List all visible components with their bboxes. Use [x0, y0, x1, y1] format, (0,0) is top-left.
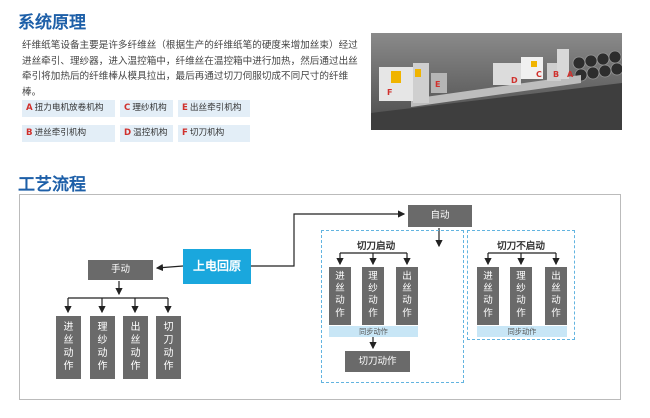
cutter-on-sync-bar: 同步动作 [329, 326, 418, 337]
section-title-process: 工艺流程 [18, 175, 86, 195]
auto-nocut-yarn-action: 理 纱 动 作 [510, 267, 532, 325]
auto-feed-action: 进 丝 动 作 [329, 267, 351, 325]
cut-action-box: 切刀动作 [345, 351, 410, 372]
cutter-off-group [467, 230, 575, 340]
machine-tag-c: C [536, 70, 542, 79]
legend-text: 理纱机构 [132, 103, 167, 113]
manual-cut-action: 切 刀 动 作 [156, 316, 181, 379]
machine-tag-f: F [387, 88, 392, 97]
machine-tag-d: D [511, 76, 518, 85]
auto-yarn-action: 理 纱 动 作 [362, 267, 384, 325]
auto-nocut-output-action: 出 丝 动 作 [545, 267, 567, 325]
manual-feed-action: 进 丝 动 作 [56, 316, 81, 379]
machine-tag-b: B [553, 70, 559, 79]
legend-letter: D [124, 128, 132, 138]
section-title-principle: 系统原理 [18, 13, 86, 33]
legend-text: 进丝牵引机构 [34, 128, 87, 138]
principle-description: 纤维纸笔设备主要是许多纤维丝（根据生产的纤维纸笔的硬度来增加丝束）经过进丝牵引、… [22, 40, 358, 98]
machine-tag-a: A [567, 70, 574, 79]
machine-photo: A B C D E F [371, 33, 622, 130]
cutter-on-group [321, 230, 464, 383]
manual-mode-box: 手动 [88, 260, 153, 280]
auto-nocut-feed-action: 进 丝 动 作 [477, 267, 499, 325]
legend-text: 切刀机构 [189, 128, 225, 138]
auto-mode-box: 自动 [408, 205, 472, 227]
legend-letter: E [182, 103, 188, 113]
machine-tag-e: E [435, 80, 440, 89]
legend-text: 扭力电机放卷机构 [34, 103, 104, 113]
machine-illustration: A B C D E F [371, 33, 622, 130]
manual-output-action: 出 丝 动 作 [123, 316, 148, 379]
power-on-reset-button: 上电回原 [183, 249, 251, 284]
legend-text: 出丝牵引机构 [189, 103, 242, 113]
legend-text: 温控机构 [133, 128, 168, 138]
cutter-on-label: 切刀启动 [356, 241, 396, 252]
legend-letter: F [182, 128, 188, 138]
legend-letter: B [26, 128, 33, 138]
legend-letter: A [26, 103, 33, 113]
manual-yarn-action: 理 纱 动 作 [90, 316, 115, 379]
cutter-off-label: 切刀不启动 [497, 241, 545, 252]
legend-letter: C [124, 103, 131, 113]
cutter-off-sync-bar: 同步动作 [477, 326, 567, 337]
auto-output-action: 出 丝 动 作 [396, 267, 418, 325]
